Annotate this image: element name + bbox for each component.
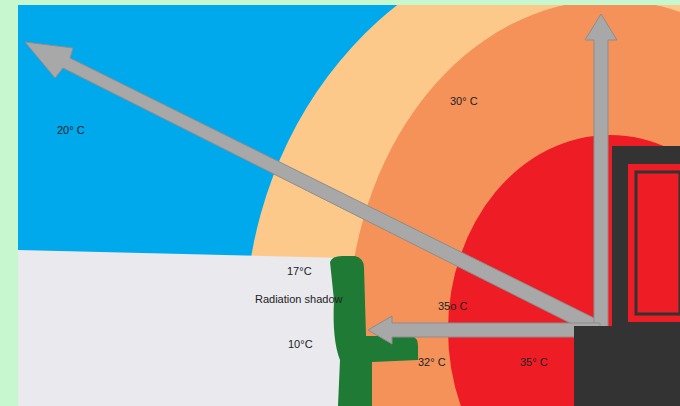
temperature-label: 35° C [520,356,548,369]
temperature-label: 10°C [288,338,313,351]
temperature-label: 20° C [57,124,85,137]
warm-zone [245,5,680,406]
temperature-label: 35o C [438,300,467,313]
temperature-label: 32° C [418,356,446,369]
radiation-arrow [25,42,598,334]
temperature-label: Radiation shadow [255,293,342,306]
temperature-label: 17°C [287,265,312,278]
radiation-shadow [18,250,345,406]
stove-door [636,172,680,314]
stove-body [612,146,680,330]
radiation-arrow [368,316,600,344]
stove-base [574,326,680,406]
stove-fire [628,164,680,322]
temperature-label: 30° C [450,95,478,108]
